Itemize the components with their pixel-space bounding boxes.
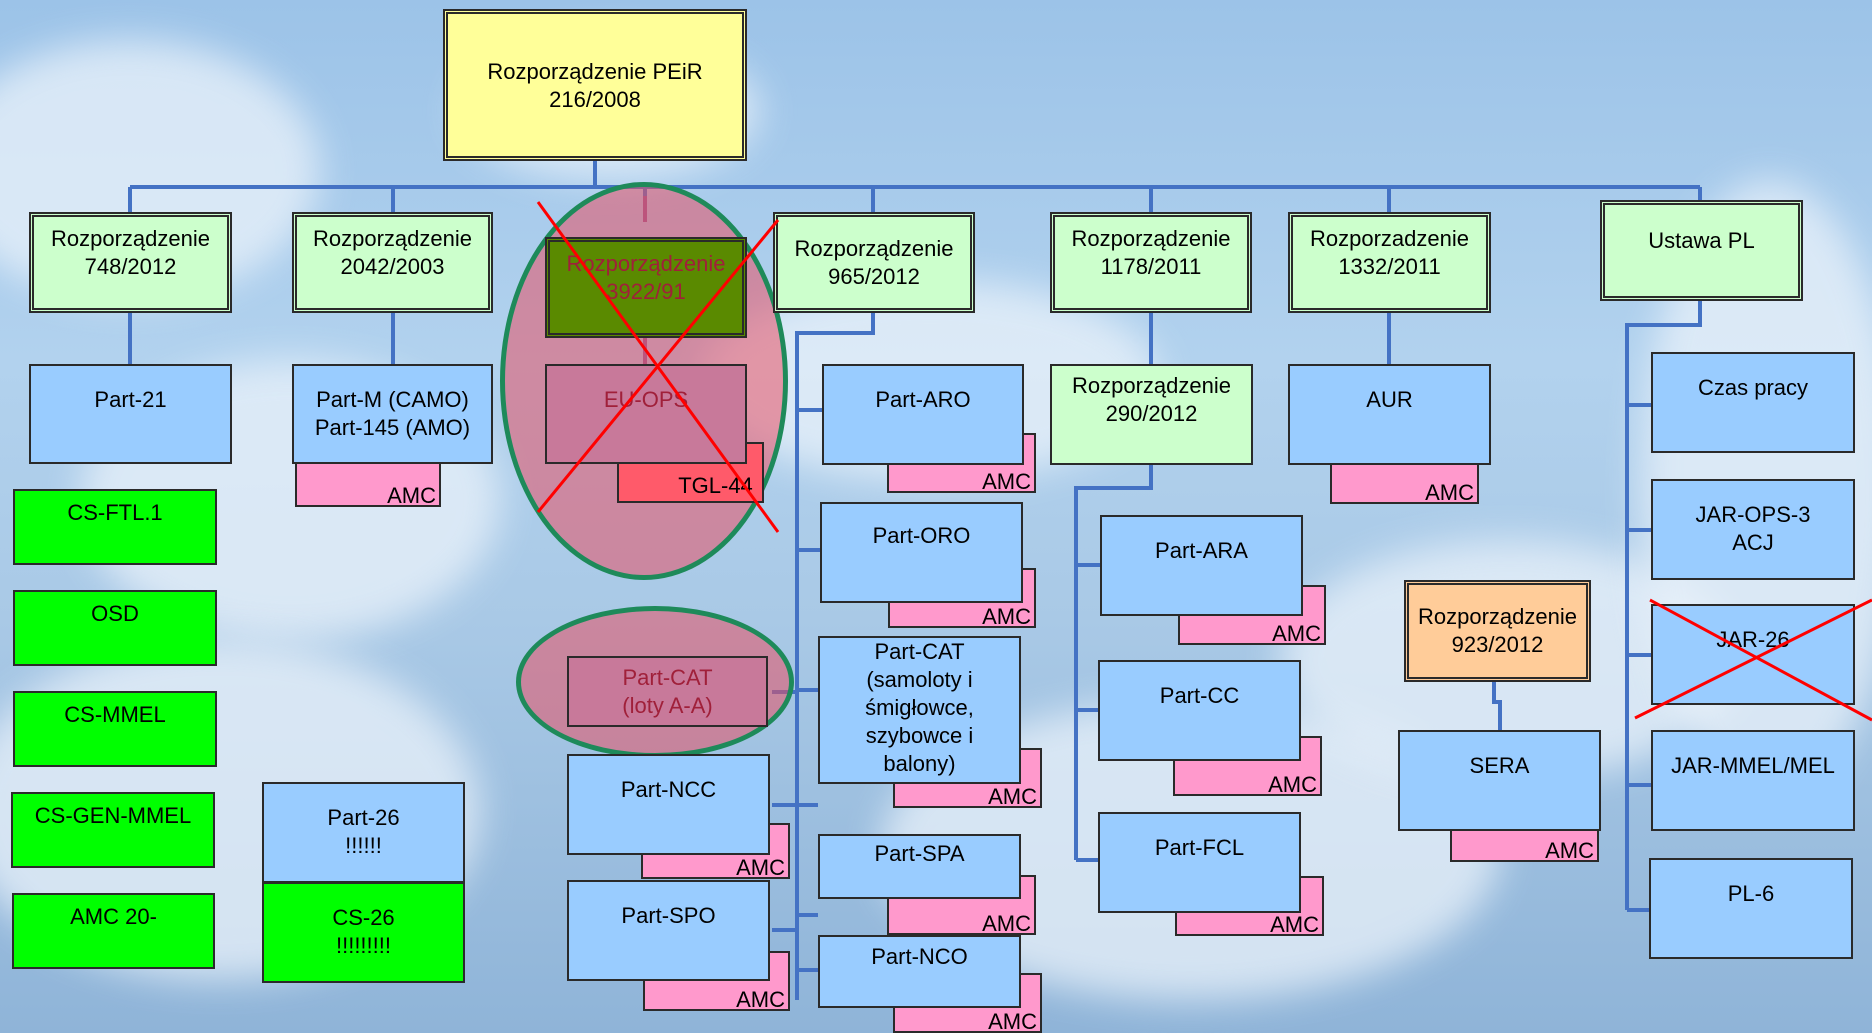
amc-label: AMC [988,784,1037,809]
eu-ops-label: EU-OPS [603,387,689,412]
cs-gen-mmel[interactable]: CS-GEN-MMEL [11,792,215,868]
regulation-1178-label: Rozporządzenie 1178/2011 [1071,226,1231,279]
amc-label: AMC [387,483,436,508]
regulation-1332-label: Rozporzadzenie 1332/2011 [1310,226,1469,279]
regulation-965-label: Rozporządzenie 965/2012 [794,236,954,289]
amc-label: AMC [982,604,1031,629]
part-oro[interactable]: Part-ORO [820,502,1023,603]
amc-label: AMC [1272,621,1321,646]
part-26-label: Part-26 !!!!!! [327,805,400,858]
amc-label: AMC [1545,838,1594,863]
amc-label: AMC [988,1009,1037,1034]
czas-pracy[interactable]: Czas pracy [1651,352,1855,453]
part-oro-label: Part-ORO [872,523,971,548]
jar-ops-3[interactable]: JAR-OPS-3 ACJ [1651,479,1855,580]
cs-26[interactable]: CS-26 !!!!!!!!! [262,882,465,983]
regulation-748-label: Rozporządzenie 748/2012 [51,226,210,279]
cs-mmel-label: CS-MMEL [64,702,166,727]
regulation-923[interactable]: Rozporządzenie 923/2012 [1404,580,1591,682]
czas-pracy-label: Czas pracy [1697,375,1809,400]
part-aro-label: Part-ARO [875,387,971,412]
regulation-2042-label: Rozporządzenie 2042/2003 [313,226,472,279]
regulation-1332[interactable]: Rozporzadzenie 1332/2011 [1288,212,1491,313]
cs-mmel[interactable]: CS-MMEL [13,691,217,767]
part-cc[interactable]: Part-CC [1098,660,1301,761]
part-21-label: Part-21 [94,387,167,412]
part-21[interactable]: Part-21 [29,364,232,464]
part-ara[interactable]: Part-ARA [1100,515,1303,616]
regulation-290[interactable]: Rozporządzenie 290/2012 [1050,364,1253,465]
sera-label: SERA [1469,753,1530,778]
amc-label: AMC [1268,772,1317,797]
regulation-1178[interactable]: Rozporządzenie 1178/2011 [1050,212,1252,313]
regulation-923-label: Rozporządzenie 923/2012 [1418,604,1577,657]
aur-label: AUR [1366,387,1413,412]
ustawa-pl[interactable]: Ustawa PL [1600,200,1803,301]
pl-6[interactable]: PL-6 [1649,858,1853,959]
part-cat[interactable]: Part-CAT (samoloty i śmigłowce, szybowce… [818,636,1021,784]
jar-ops-3-label: JAR-OPS-3 ACJ [1695,502,1811,555]
amc-label: AMC [1425,480,1474,505]
sera[interactable]: SERA [1398,730,1601,831]
regulation-2042[interactable]: Rozporządzenie 2042/2003 [292,212,493,313]
amc-label: AMC [982,469,1031,494]
jar-26-label: JAR-26 [1716,627,1790,652]
root-label: Rozporządzenie PEiR 216/2008 [487,59,703,112]
amc-aur[interactable]: AMC [1330,460,1479,504]
part-nco-label: Part-NCO [871,944,968,969]
cs-gen-mmel-label: CS-GEN-MMEL [34,803,192,828]
cs-ftl-1-label: CS-FTL.1 [67,500,163,525]
amc-label: AMC [736,855,785,880]
eu-ops[interactable]: EU-OPS [545,364,747,464]
part-nco[interactable]: Part-NCO [818,935,1021,1008]
part-ara-label: Part-ARA [1155,538,1248,563]
osd[interactable]: OSD [13,590,217,666]
pl-6-label: PL-6 [1727,881,1775,906]
part-cc-label: Part-CC [1159,683,1240,708]
regulation-748[interactable]: Rozporządzenie 748/2012 [29,212,232,313]
part-cat-aa-label: Part-CAT (loty A-A) [622,665,713,718]
amc-20[interactable]: AMC 20- [12,893,215,969]
regulation-3922-label: Rozporządzenie 3922/91 [566,251,726,304]
part-aro[interactable]: Part-ARO [822,364,1024,465]
part-fcl[interactable]: Part-FCL [1098,812,1301,913]
part-m-145-label: Part-M (CAMO) Part-145 (AMO) [314,387,471,440]
part-cat-label: Part-CAT (samoloty i śmigłowce, szybowce… [865,639,974,776]
part-fcl-label: Part-FCL [1154,835,1245,860]
regulation-290-label: Rozporządzenie 290/2012 [1072,373,1231,426]
part-cat-aa[interactable]: Part-CAT (loty A-A) [567,656,768,727]
amc-label: AMC [736,987,785,1012]
regulation-965[interactable]: Rozporządzenie 965/2012 [773,212,975,313]
cs-26-label: CS-26 !!!!!!!!! [332,905,395,958]
amc-label: AMC [1270,912,1319,937]
part-m-145[interactable]: Part-M (CAMO) Part-145 (AMO) [292,364,493,464]
amc-part-m[interactable]: AMC [295,460,441,507]
jar-26[interactable]: JAR-26 [1651,604,1855,705]
osd-label: OSD [91,601,139,626]
amc-20-label: AMC 20- [70,904,157,929]
part-spa[interactable]: Part-SPA [818,834,1021,899]
regulation-3922[interactable]: Rozporządzenie 3922/91 [545,237,747,338]
part-ncc[interactable]: Part-NCC [567,754,770,855]
part-ncc-label: Part-NCC [620,777,717,802]
part-spo-label: Part-SPO [621,903,716,928]
part-26[interactable]: Part-26 !!!!!! [262,782,465,883]
root-regulation-216[interactable]: Rozporządzenie PEiR 216/2008 [443,9,747,161]
jar-mmel-mel[interactable]: JAR-MMEL/MEL [1651,730,1855,831]
aur[interactable]: AUR [1288,364,1491,465]
amc-label: AMC [982,911,1031,936]
jar-mmel-mel-label: JAR-MMEL/MEL [1671,753,1835,778]
part-spo[interactable]: Part-SPO [567,880,770,981]
cs-ftl-1[interactable]: CS-FTL.1 [13,489,217,565]
ustawa-pl-label: Ustawa PL [1648,228,1755,253]
part-spa-label: Part-SPA [874,841,965,866]
